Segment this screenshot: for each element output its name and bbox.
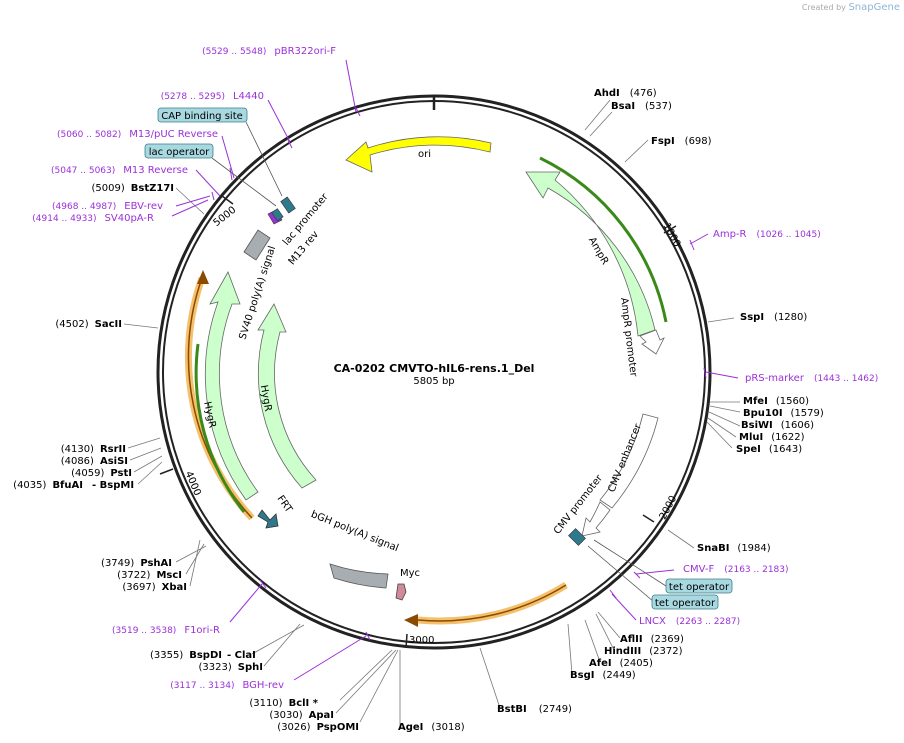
cmv-promoter-feature[interactable] [581, 501, 611, 537]
tick-label-3000: 3000 [409, 635, 434, 646]
hygr-outer-feature[interactable] [204, 271, 259, 501]
enzyme-mlui: MluI(1622) [739, 432, 805, 443]
enzyme-mfei: MfeI(1560) [743, 396, 809, 407]
tet-operator-label-2: tet operator [655, 598, 716, 609]
primer-leaders [171, 59, 739, 681]
enzyme-agei: AgeI(3018) [398, 722, 465, 733]
enzyme-bspmi: - BspMI [92, 480, 134, 491]
enzyme-spei: SpeI(1643) [736, 444, 802, 455]
hygr-inner-label: HygR [258, 384, 273, 412]
enzyme-sspi: SspI(1280) [740, 312, 807, 323]
myc-feature[interactable] [395, 583, 407, 601]
primer-lncx: LNCX(2263 .. 2287) [639, 616, 740, 627]
lac-operator-feature[interactable] [271, 208, 284, 222]
lac-operator-box[interactable] [144, 143, 214, 159]
ori-feature[interactable] [345, 136, 492, 173]
hygr-green-line [194, 343, 246, 513]
tick-4000 [159, 468, 174, 475]
tick-3000 [405, 633, 408, 649]
enzyme-leaders [123, 99, 741, 726]
primer-f1ori-r: (3519 .. 3538)F1ori-R [112, 625, 220, 636]
hygr-inner-feature[interactable] [257, 303, 317, 489]
enzyme-rsrii: (4130)RsrII [61, 444, 126, 455]
ampr-promoter-feature[interactable] [639, 329, 665, 355]
insert-orf-line [417, 584, 567, 622]
enzyme-hindiii: HindIII(2372) [604, 646, 683, 657]
frt-feature[interactable] [257, 509, 279, 529]
enzyme-bstz17i: (5009)BstZ17I [91, 183, 174, 194]
enzyme-bspdi: (3355)BspDI [150, 650, 222, 661]
cmv-promoter-label: CMV promoter [552, 472, 606, 536]
enzyme-sacii: (4502)SacII [55, 319, 122, 330]
snapgene-credit: Created by SnapGene [802, 2, 900, 13]
primer-m13-puc-reverse: (5060 .. 5082)M13/pUC Reverse [57, 129, 218, 140]
insert-orf-arrowhead [404, 614, 418, 627]
tick-2000 [642, 514, 655, 523]
cap-binding-site-label: CAP binding site [161, 111, 243, 122]
tick-label-1000: 1000 [661, 221, 683, 249]
primer-ebv-rev: (4968 .. 4987)EBV-rev [52, 201, 163, 212]
enzyme-bfuai: (4035)BfuAI [13, 480, 83, 491]
enzyme-clai: - ClaI [227, 650, 256, 661]
credit-prefix: Created by [801, 3, 846, 12]
frt-label: FRT [275, 494, 295, 516]
enzyme-bstbi: BstBI(2749) [497, 704, 572, 715]
cmv-enhancer-feature[interactable] [599, 413, 659, 509]
primer-m13-reverse: (5047 .. 5063)M13 Reverse [51, 165, 188, 176]
enzyme-asisi: (4086)AsiSI [61, 456, 128, 467]
hygr-orf-arrowhead [197, 270, 209, 284]
enzyme-apai: (3030)ApaI [269, 710, 334, 721]
enzyme-bsai: BsaI(537) [611, 101, 672, 112]
myc-label: Myc [400, 568, 420, 579]
enzyme-sphi: (3323)SphI [199, 662, 263, 673]
sv40-feature[interactable] [243, 229, 271, 261]
tet-operator-box-1[interactable] [665, 578, 733, 594]
enzyme-aflii: AflII(2369) [620, 634, 684, 645]
enzyme-ahdi: AhdI(476) [594, 88, 657, 99]
tet-operator-label-1: tet operator [669, 582, 730, 593]
plasmid-name: CA-0202 CMVTO-hIL6-rens.1_Del [334, 362, 535, 375]
hygr-outer-label: HygR [201, 401, 217, 429]
enzyme-psti: (4059)PstI [71, 468, 132, 479]
primer-amp-r: Amp-R(1026 .. 1045) [713, 229, 821, 240]
enzyme-msci: (3722)MscI [117, 570, 182, 581]
primer-bgh-rev: (3117 .. 3134)BGH-rev [170, 680, 284, 691]
tick-5000 [221, 195, 234, 205]
primer-cmv-f: CMV-F(2163 .. 2183) [683, 564, 789, 575]
primer-sv40pa-r: (4914 .. 4933)SV40pA-R [32, 213, 154, 224]
enzyme-bsiwi: BsiWI(1606) [741, 420, 814, 431]
ori-label: ori [418, 149, 431, 160]
primer-prs-marker: pRS-marker(1443 .. 1462) [745, 373, 878, 384]
tet-operator-box-2[interactable] [651, 594, 719, 610]
feature-leaders [211, 121, 667, 603]
lac-promoter-feature[interactable] [280, 196, 296, 214]
plasmid-length: 5805 bp [413, 376, 454, 387]
tick-1000 [663, 225, 677, 234]
bgh-feature[interactable] [329, 563, 389, 589]
cap-binding-site-box[interactable] [157, 107, 248, 123]
enzyme-pspomi: (3026)PspOMI [277, 722, 359, 733]
enzyme-fspi: FspI(698) [651, 136, 712, 147]
snapgene-logo-text: SnapGene [848, 2, 900, 13]
primer-pbr322ori-f: (5529 .. 5548)pBR322ori-F [202, 46, 336, 57]
lac-operator-label: lac operator [149, 147, 210, 158]
ampr-orf-line [539, 156, 668, 323]
enzyme-pshai: (3749)PshAI [101, 558, 172, 569]
enzyme-snabi: SnaBI(1984) [697, 543, 771, 554]
enzyme-bsgi: BsgI(2449) [570, 670, 636, 681]
enzyme-xbai: (3697)XbaI [122, 582, 187, 593]
enzyme-afei: AfeI(2405) [589, 658, 653, 669]
bgh-label: bGH poly(A) signal [309, 509, 400, 554]
ampr-feature[interactable] [525, 171, 656, 337]
tick-label-2000: 2000 [658, 494, 680, 522]
enzyme-bpu10i: Bpu10I(1579) [743, 408, 824, 419]
tet-operator-block[interactable] [568, 528, 586, 546]
enzyme-bcli: (3110)BclI * [249, 698, 318, 709]
tick-label-5000: 5000 [212, 205, 239, 229]
primer-l4440: (5278 .. 5295)L4440 [161, 91, 264, 102]
